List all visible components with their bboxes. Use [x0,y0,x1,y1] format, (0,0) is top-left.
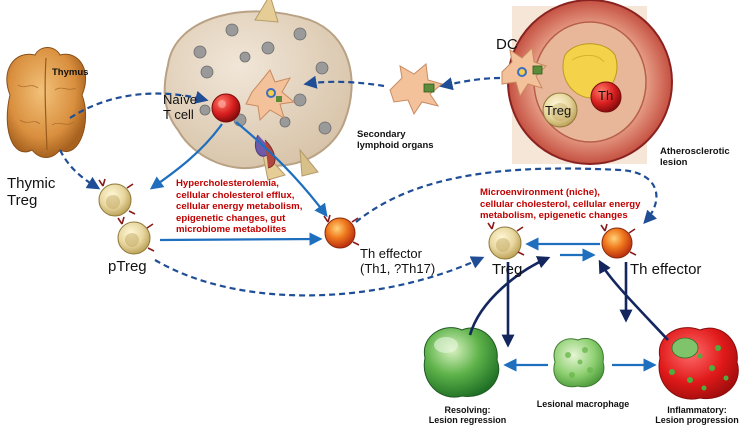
macrophage-arrows [468,256,669,348]
th-effector-left-label: Th effector (Th1, ?Th17) [360,246,436,276]
systemic-factors-line5: microbiome metabolites [176,224,287,235]
atherosclerotic-lesion-label-line2: lesion [660,156,688,168]
naive-t-cell-label-line1: Naïve [163,92,197,107]
secondary-lymphoid-label-line2: lymphoid organs [357,139,434,151]
lymph-node [163,0,353,181]
lesional-macrophage-cell [553,338,605,388]
niche-factors-line3: metabolism, epigenetic changes [480,210,628,221]
thymic-treg-label: Thymic Treg [7,175,56,210]
secondary-lymphoid-label: Secondary lymphoid organs [357,129,434,151]
resolving-caption: Resolving: Lesion regression [420,405,515,425]
systemic-factors-line3: cellular energy metabolism, [176,201,303,212]
lesion-th-label: Th [598,88,614,103]
th-effector-cell-right [600,223,637,259]
atherosclerotic-lesion-label-line1: Atherosclerotic [660,146,730,157]
naive-t-cell-label: Naïve T cell [163,92,197,122]
th-effector-cell-left [323,214,360,249]
atherosclerotic-lesion-label: Atherosclerotic lesion [660,146,730,168]
dendritic-cell-migrating [389,63,444,116]
dashed-arrows [59,75,658,297]
naive-t-cell-label-line2: T cell [163,106,194,122]
systemic-factors-text: Hypercholesterolemia, cellular cholester… [176,178,336,236]
dc-label: DC [496,36,518,53]
th-effector-right-label: Th effector [630,261,702,278]
inflammatory-caption-line1: Inflammatory: [667,405,727,415]
inflammatory-caption-line2: Lesion progression [655,415,739,426]
ptreg-label: pTreg [108,258,147,275]
ptreg-cell [117,216,155,255]
th-effector-left-subtitle: (Th1, ?Th17) [360,260,436,276]
th-effector-left-title: Th effector [360,246,422,261]
thymus-label: Thymus [52,67,89,78]
systemic-factors-line1: Hypercholesterolemia, [176,178,279,189]
resolving-caption-line2: Lesion regression [428,415,507,426]
solid-arrows [149,121,600,262]
thymic-treg-label-line2: Treg [7,191,38,209]
inflammatory-macrophage [658,327,739,400]
niche-factors-line1: Microenvironment (niche), [480,187,600,198]
inflammatory-caption: Inflammatory: Lesion progression [648,405,746,425]
thymic-treg-cell [98,178,136,217]
niche-factors-line2: cellular cholesterol, cellular energy [480,198,641,210]
treg-right-label: Treg [492,261,523,278]
thymic-treg-label-line1: Thymic [7,175,56,192]
naive-t-cell [211,93,241,123]
resolving-caption-line1: Resolving: [444,405,491,415]
treg-cell-right [487,221,525,260]
systemic-factors-line2: cellular cholesterol efflux, [176,189,295,201]
lesion-treg-label: Treg [545,103,572,118]
atherosclerotic-vessel [501,0,673,165]
systemic-factors-line4: epigenetic changes, gut [176,212,286,224]
secondary-lymphoid-label-line1: Secondary [357,129,406,140]
niche-factors-text: Microenvironment (niche), cellular chole… [480,187,660,222]
lesional-macrophage-caption: Lesional macrophage [536,399,630,409]
resolving-macrophage [423,327,500,398]
lesion-treg-cell [542,92,578,128]
thymus-organ [6,47,87,158]
lesion-th-cell [590,81,622,113]
